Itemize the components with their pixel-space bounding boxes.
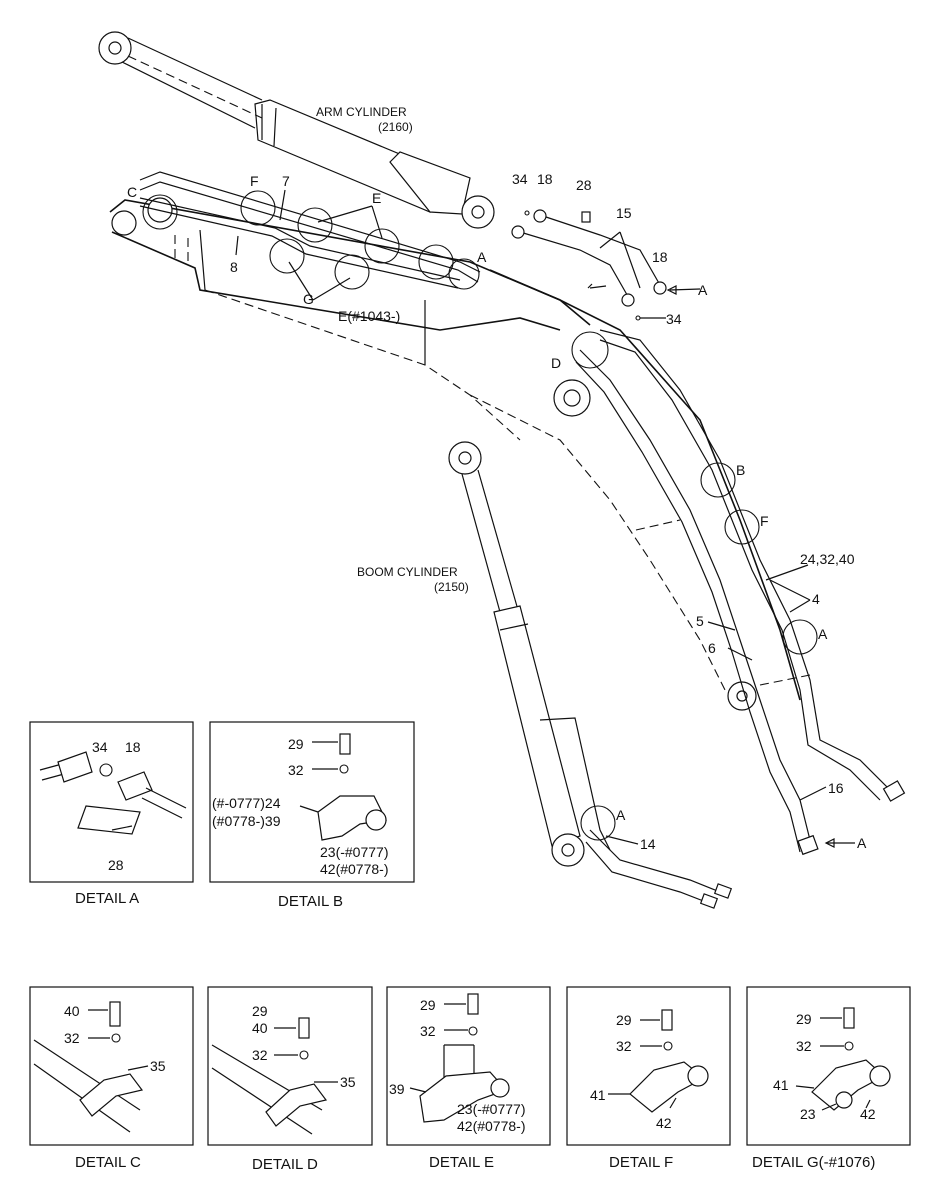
detail-e-42: 42(#0778-) (457, 1118, 526, 1134)
detail-e: 29 32 39 23(-#0777) 42(#0778-) DETAIL E (386, 986, 551, 1171)
detail-g: 29 32 41 23 42 DETAIL G(-#1076) (746, 986, 911, 1171)
detail-f-caption: DETAIL F (609, 1154, 673, 1171)
callout-f-boom: F (760, 513, 769, 529)
detail-e-caption: DETAIL E (429, 1154, 494, 1171)
detail-g-32: 32 (796, 1038, 812, 1054)
detail-a-28: 28 (108, 857, 124, 873)
detail-d-caption: DETAIL D (252, 1156, 318, 1173)
detail-b-42: 42(#0778-) (320, 861, 389, 877)
detail-g-42: 42 (860, 1106, 876, 1122)
callout-16: 16 (828, 780, 844, 796)
callout-g: G (303, 291, 314, 307)
hose-assembly-15 (511, 209, 667, 321)
callout-e-1043: E(#1043-) (338, 308, 400, 324)
detail-c-caption: DETAIL C (75, 1154, 141, 1171)
boom-body (469, 269, 811, 711)
callout-15: 15 (616, 205, 632, 221)
callout-14: 14 (640, 836, 656, 852)
detail-a-caption: DETAIL A (75, 890, 139, 907)
detail-e-23: 23(-#0777) (457, 1101, 526, 1117)
boom-cylinder-code: (2150) (434, 580, 469, 594)
detail-g-41: 41 (773, 1077, 789, 1093)
detail-d-35: 35 (340, 1074, 356, 1090)
hoses-14 (585, 829, 733, 909)
callout-a-arm: A (477, 249, 487, 265)
detail-d-29: 29 (252, 1003, 268, 1019)
detail-b-24: (#-0777)24 (212, 795, 281, 811)
callout-5: 5 (696, 613, 704, 629)
leader-lines (235, 189, 855, 845)
boom-cylinder (448, 441, 611, 867)
arm-cylinder-title: ARM CYLINDER (316, 105, 407, 119)
detail-f-32: 32 (616, 1038, 632, 1054)
main-assembly: ARM CYLINDER (2160) BOOM CYLINDER (2150)… (98, 31, 906, 909)
detail-e-39: 39 (389, 1081, 405, 1097)
callout-6: 6 (708, 640, 716, 656)
callout-b: B (736, 462, 745, 478)
detail-f-29: 29 (616, 1012, 632, 1028)
callout-24-32-40: 24,32,40 (800, 551, 855, 567)
callout-28: 28 (576, 177, 592, 193)
detail-b-23: 23(-#0777) (320, 844, 389, 860)
a-arrows (666, 285, 835, 848)
detail-b-32: 32 (288, 762, 304, 778)
detail-c-40: 40 (64, 1003, 80, 1019)
detail-c: 40 32 35 DETAIL C (29, 986, 194, 1171)
detail-b: 29 32 (#-0777)24 (#0778-)39 23(-#0777) 4… (209, 721, 415, 910)
detail-g-23: 23 (800, 1106, 816, 1122)
detail-f: 29 32 41 42 DETAIL F (566, 986, 731, 1171)
callout-34-lower: 34 (666, 311, 682, 327)
detail-b-39: (#0778-)39 (212, 813, 281, 829)
callout-7: 7 (282, 173, 290, 189)
detail-d: 29 40 32 35 DETAIL D (207, 986, 373, 1173)
detail-e-32: 32 (420, 1023, 436, 1039)
arm-cylinder (98, 31, 495, 229)
detail-e-29: 29 (420, 997, 436, 1013)
detail-g-29: 29 (796, 1011, 812, 1027)
detail-f-42: 42 (656, 1115, 672, 1131)
detail-d-32: 32 (252, 1047, 268, 1063)
callout-f-arm: F (250, 173, 259, 189)
main-callouts: ARM CYLINDER (2160) BOOM CYLINDER (2150)… (127, 105, 867, 852)
callout-34-upper: 34 (512, 171, 528, 187)
detail-a: 34 18 28 DETAIL A (29, 721, 194, 907)
callout-a-bottom: A (857, 835, 867, 851)
callout-e-arm: E (372, 190, 381, 206)
callout-d: D (551, 355, 561, 371)
callout-c: C (127, 184, 137, 200)
detail-markers (142, 190, 818, 841)
callout-18-upper: 18 (537, 171, 553, 187)
detail-d-40: 40 (252, 1020, 268, 1036)
boom-hoses (575, 329, 906, 856)
detail-b-29: 29 (288, 736, 304, 752)
callout-a-top-right: A (698, 282, 708, 298)
callout-18-lower: 18 (652, 249, 668, 265)
detail-f-41: 41 (590, 1087, 606, 1103)
boom-cylinder-title: BOOM CYLINDER (357, 565, 458, 579)
detail-a-18: 18 (125, 739, 141, 755)
detail-b-caption: DETAIL B (278, 893, 343, 910)
callout-4: 4 (812, 591, 820, 607)
arm-cylinder-code: (2160) (378, 120, 413, 134)
detail-c-32: 32 (64, 1030, 80, 1046)
detail-c-35: 35 (150, 1058, 166, 1074)
callout-8: 8 (230, 259, 238, 275)
detail-g-caption: DETAIL G(-#1076) (752, 1154, 875, 1171)
arm-pipes (139, 171, 481, 289)
detail-a-34: 34 (92, 739, 108, 755)
callout-a-boom-cylinder: A (616, 807, 626, 823)
callout-a-boom: A (818, 626, 828, 642)
